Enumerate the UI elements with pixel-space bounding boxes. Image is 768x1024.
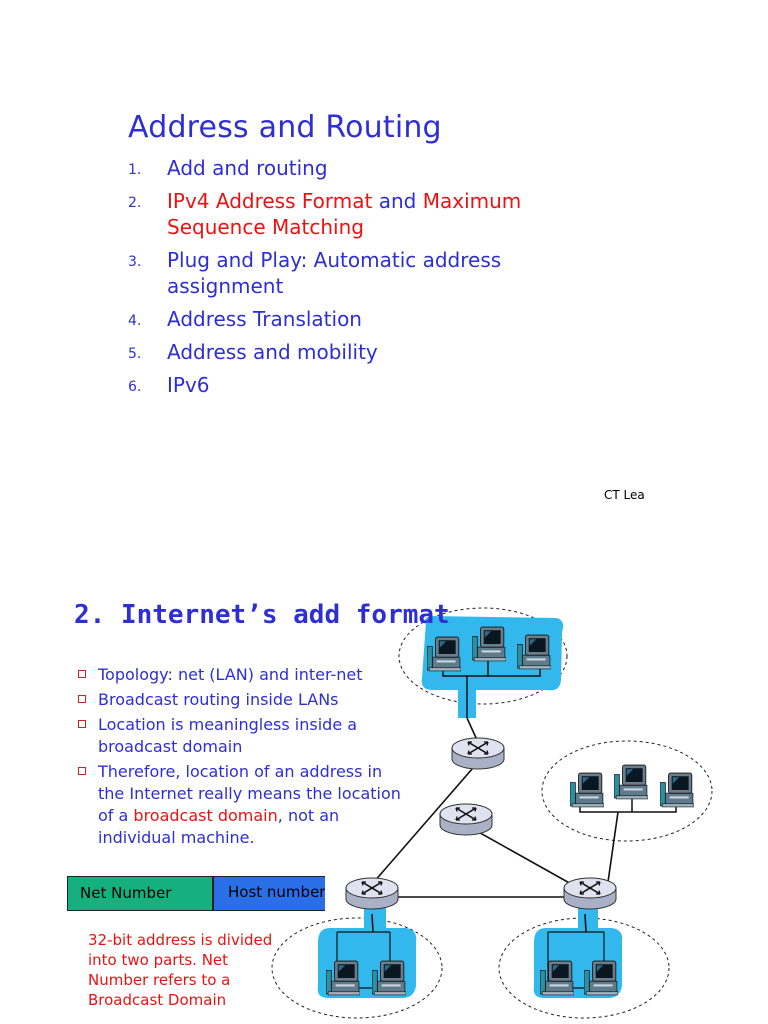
- slide-1-title: Address and Routing: [128, 110, 442, 145]
- lan-right-boundary: [541, 740, 713, 842]
- topic-item: 3. Plug and Play: Automatic address assig…: [128, 247, 568, 299]
- topic-text: and: [372, 189, 423, 213]
- router-icon: [439, 803, 493, 836]
- lan-bottom-left-boundary: [271, 917, 443, 1019]
- bullet-box-icon: [78, 767, 86, 775]
- computer-icon: [614, 764, 648, 800]
- topic-item: 2. IPv4 Address Format and Maximum Sequen…: [128, 188, 568, 240]
- link-top-lan-router: [466, 717, 478, 741]
- router-icon: [345, 877, 399, 910]
- lan-bottom-right-boundary: [498, 917, 670, 1019]
- topic-number: 6.: [128, 379, 142, 395]
- bullet-text: Topology: net (LAN) and inter-net: [98, 665, 363, 684]
- slide-2-title: 2. Internet’s add format: [74, 600, 450, 630]
- author-label: CT Lea: [604, 488, 645, 502]
- topic-number: 4.: [128, 313, 142, 329]
- topic-list: 1. Add and routing 2. IPv4 Address Format a…: [128, 155, 568, 405]
- bullet-text: Location is meaningless inside a broadca…: [98, 715, 358, 756]
- topic-item: 6. IPv6: [128, 372, 568, 398]
- topic-text: Maximum Sequence Matching: [167, 189, 522, 239]
- bullet-text: broadcast domain: [133, 806, 278, 825]
- topic-number: 2.: [128, 195, 142, 211]
- bullet-item: Location is meaningless inside a broadca…: [76, 714, 406, 758]
- link-left-lan-router: [371, 913, 374, 933]
- bullet-box-icon: [78, 695, 86, 703]
- router-icon: [451, 737, 505, 770]
- topic-item: 4. Address Translation: [128, 306, 568, 332]
- bullet-item: Broadcast routing inside LANs: [76, 689, 406, 711]
- topic-number: 3.: [128, 254, 142, 270]
- lan-top-boundary: [398, 607, 568, 705]
- topic-item: 1. Add and routing: [128, 155, 568, 181]
- slide-1: Address and Routing 1. Add and routing 2. I…: [128, 110, 645, 502]
- topic-text: Address and mobility: [167, 340, 378, 364]
- slide-2: 2. Internet’s add format Topology: net (…: [0, 540, 768, 1024]
- bullet-box-icon: [78, 670, 86, 678]
- link-right-lan-router: [584, 913, 587, 933]
- address-format-bar: Net Number Host number: [67, 876, 325, 911]
- router-icon: [563, 877, 617, 910]
- lan-bottom-left-bus: [336, 931, 391, 989]
- topic-text: IPv4 Address Format: [167, 189, 373, 213]
- link-router-top-left: [372, 760, 480, 884]
- link-router-right-lan: [607, 811, 619, 883]
- host-number-field: Host number: [213, 876, 325, 911]
- topic-text: Address Translation: [167, 307, 362, 331]
- topic-item: 5. Address and mobility: [128, 339, 568, 365]
- topic-number: 1.: [128, 162, 142, 178]
- topic-number: 5.: [128, 346, 142, 362]
- network-topology-diagram: [271, 607, 713, 1019]
- computer-icon: [570, 772, 604, 808]
- link-router-mid-right: [465, 824, 574, 886]
- lan-bottom-right-bus: [547, 931, 605, 989]
- computer-icon: [660, 772, 694, 808]
- topic-text: Plug and Play: Automatic address assignm…: [167, 248, 502, 298]
- bullet-text: , not an individual machine.: [98, 806, 340, 847]
- bullet-box-icon: [78, 720, 86, 728]
- bullet-item: Topology: net (LAN) and inter-net: [76, 664, 406, 686]
- bullet-item: Therefore, location of an address in the…: [76, 761, 406, 849]
- bullet-text: Broadcast routing inside LANs: [98, 690, 339, 709]
- bullet-text: Therefore, location of an address in the…: [98, 762, 401, 825]
- topic-text: Add and routing: [167, 156, 328, 180]
- net-number-field: Net Number: [67, 876, 213, 911]
- topic-text: IPv6: [167, 373, 210, 397]
- address-note: 32-bit address is divided into two parts…: [88, 931, 273, 1009]
